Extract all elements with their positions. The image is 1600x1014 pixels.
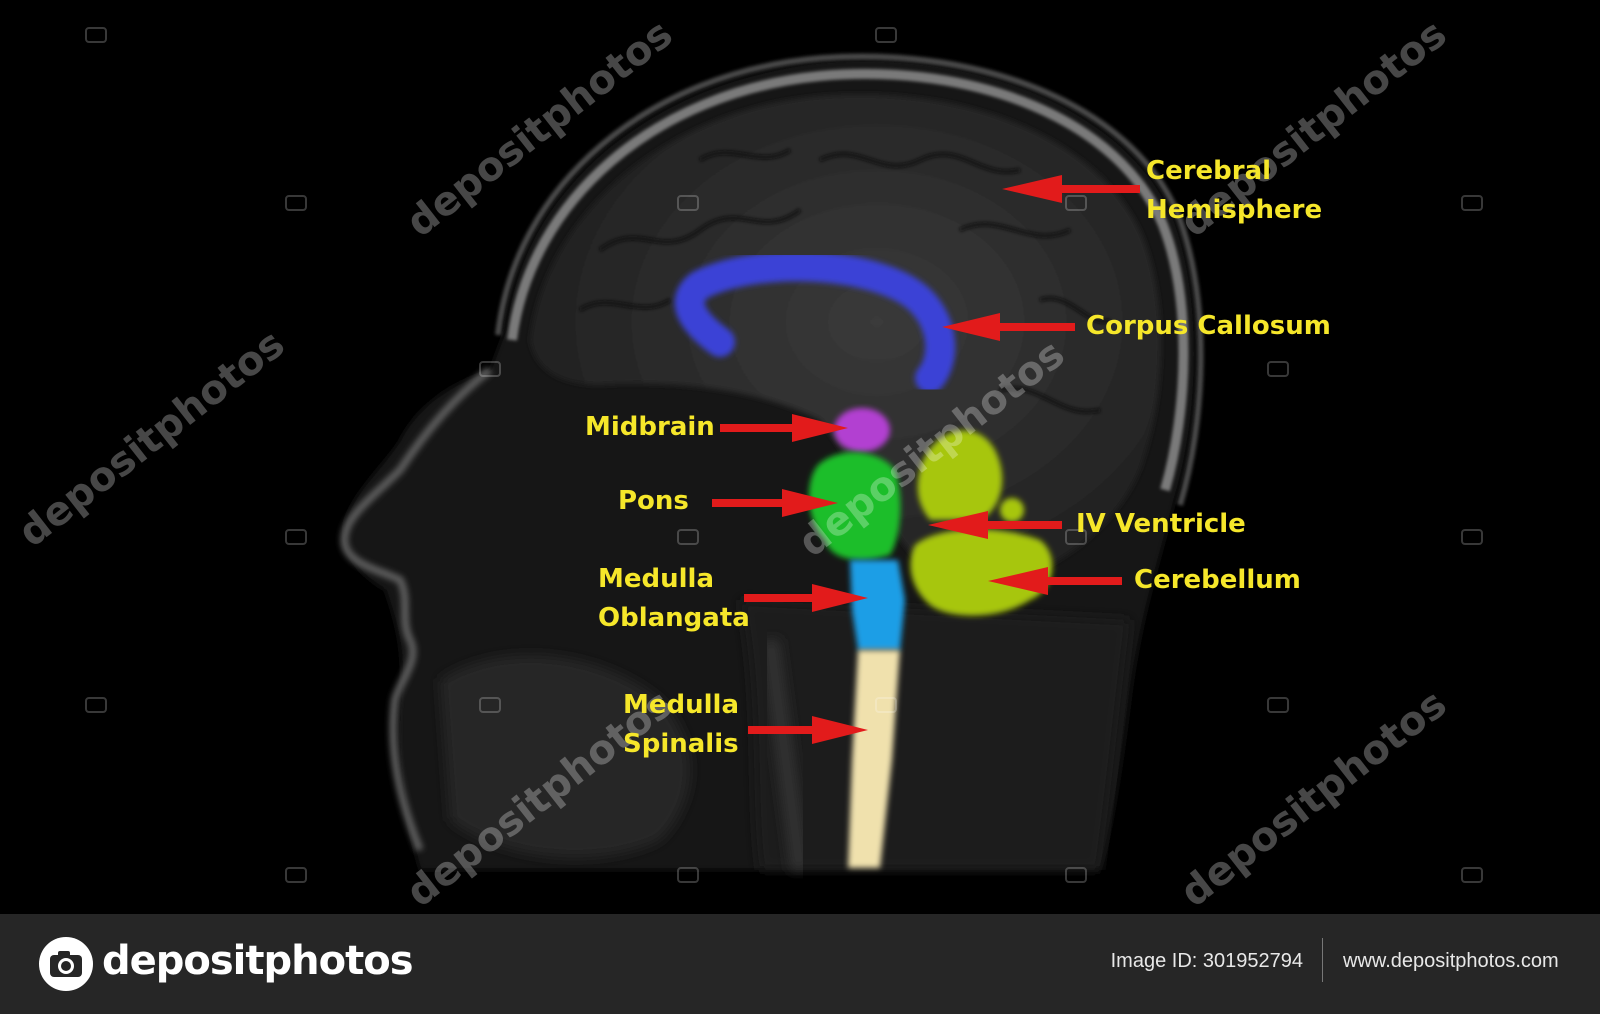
label-line: Pons	[618, 486, 689, 516]
arrow-iv-ventricle	[928, 511, 1062, 539]
corpus-callosum-region	[674, 251, 956, 393]
label-cerebral-hemisphere: Cerebral Hemisphere	[1146, 152, 1322, 230]
scalp-outline	[495, 53, 1204, 506]
label-pons: Pons	[618, 482, 689, 521]
watermark-camera-marks	[85, 27, 1483, 883]
midbrain-region	[834, 408, 890, 452]
label-line: IV Ventricle	[1076, 509, 1246, 539]
label-cerebellum: Cerebellum	[1134, 561, 1301, 600]
label-line: Cerebellum	[1134, 565, 1301, 595]
label-line: Cerebral	[1146, 156, 1272, 186]
label-line: Corpus Callosum	[1086, 311, 1331, 341]
medulla-spinalis-region	[848, 650, 900, 868]
image-id-text: Image ID: 301952794	[1110, 950, 1303, 972]
arrow-midbrain	[720, 414, 848, 442]
label-medulla-oblangata: Medulla Oblangata	[598, 560, 750, 638]
label-line: Medulla	[623, 690, 739, 720]
depositphotos-logo-text: depositphotos	[102, 938, 414, 984]
tongue-region	[440, 655, 690, 858]
label-line: Midbrain	[585, 412, 715, 442]
medulla-oblangata-region	[850, 560, 905, 650]
arrow-medulla-spinalis	[748, 716, 868, 744]
label-line: Spinalis	[623, 729, 739, 759]
spine-shadow	[761, 638, 809, 872]
pons-region	[808, 452, 901, 560]
label-midbrain: Midbrain	[585, 408, 715, 447]
label-line: Medulla	[598, 564, 714, 594]
neck-region	[740, 600, 1130, 870]
pointer-arrows	[712, 175, 1140, 744]
label-line: Oblangata	[598, 603, 750, 633]
label-corpus-callosum: Corpus Callosum	[1086, 307, 1331, 346]
footer-divider	[1322, 938, 1323, 982]
stock-footer-bar: depositphotos Image ID: 301952794 www.de…	[0, 914, 1600, 1014]
label-iv-ventricle: IV Ventricle	[1076, 505, 1246, 544]
arrow-corpus-callosum	[942, 313, 1075, 341]
cerebellum-region	[910, 430, 1053, 616]
label-line: Hemisphere	[1146, 195, 1323, 225]
skull-outline	[507, 68, 1189, 492]
site-url-link[interactable]: www.depositphotos.com	[1343, 950, 1559, 972]
arrow-medulla-oblangata	[744, 584, 868, 612]
arrow-cerebral-hemisphere	[1002, 175, 1140, 203]
brain-tissue	[530, 94, 1161, 600]
arrow-cerebellum	[988, 567, 1122, 595]
label-medulla-spinalis: Medulla Spinalis	[623, 686, 739, 764]
depositphotos-camera-icon	[39, 937, 93, 991]
arrow-pons	[712, 489, 838, 517]
sagittal-mri-image	[85, 27, 1483, 883]
gyri-pattern	[578, 148, 1111, 414]
face-profile	[340, 366, 493, 852]
